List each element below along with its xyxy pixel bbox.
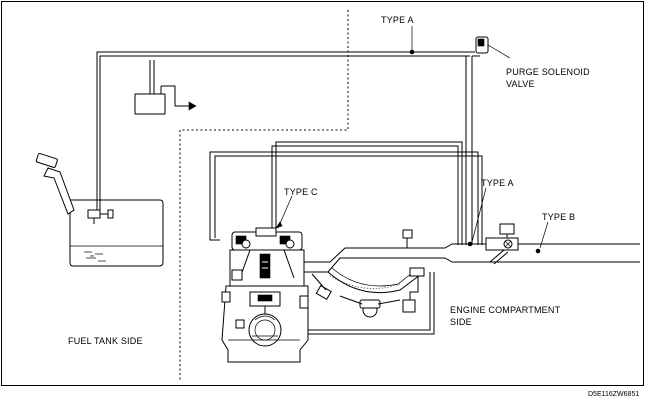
- label-type-c: TYPE C: [284, 187, 318, 197]
- label-type-a-right: TYPE A: [481, 178, 514, 188]
- purge-solenoid-valve: [472, 36, 511, 59]
- engine-small-valve: [339, 295, 401, 318]
- tank-vent-valve: [87, 209, 114, 224]
- hose-coupling: [489, 249, 509, 265]
- tank-vapor-pipe-2: [99, 55, 150, 210]
- engine-block: [221, 227, 309, 363]
- label-purge-solenoid-valve: PURGE SOLENOID: [506, 67, 590, 77]
- lower-return-pipe: [296, 272, 431, 331]
- type-a-joint-top: [409, 49, 415, 55]
- charcoal-canister: [134, 60, 197, 115]
- label-fuel-tank-side: FUEL TANK SIDE: [68, 336, 143, 346]
- label-engine-compartment-side-2: SIDE: [450, 317, 472, 327]
- type-a-right-leader: [471, 187, 487, 243]
- label-purge-solenoid-valve-2: VALVE: [506, 79, 535, 89]
- fuel-tank: [69, 199, 164, 267]
- type-c-arrow: [275, 221, 283, 229]
- lower-return-pipe-2: [296, 272, 435, 335]
- type-b-joint: [535, 248, 541, 254]
- pcv-fitting: [311, 273, 332, 301]
- engine-vacuum-loop-inner: [275, 141, 463, 245]
- side-divider-line: [179, 10, 349, 380]
- label-engine-compartment-side: ENGINE COMPARTMENT: [450, 305, 561, 315]
- label-type-a-top: TYPE A: [381, 15, 414, 25]
- label-type-b: TYPE B: [542, 212, 575, 222]
- intake-duct: [300, 243, 640, 294]
- lower-valve: [402, 299, 416, 313]
- duct-solenoid: [485, 223, 519, 251]
- engine-vacuum-loop-inner-2: [271, 145, 459, 245]
- frame-border: [1, 1, 644, 386]
- engine-vacuum-loop-outer: [209, 151, 479, 245]
- lower-fitting: [409, 267, 425, 277]
- type-a-joint-right: [467, 241, 473, 247]
- figure-code: D5E116ZW6851: [588, 391, 639, 398]
- type-b-leader: [539, 221, 549, 249]
- lower-fitting-tube: [409, 276, 419, 300]
- filler-neck: [35, 152, 75, 215]
- tank-vapor-pipe: [96, 51, 150, 210]
- engine-vacuum-loop-outer-2: [214, 155, 483, 245]
- intake-fitting-1: [402, 229, 413, 239]
